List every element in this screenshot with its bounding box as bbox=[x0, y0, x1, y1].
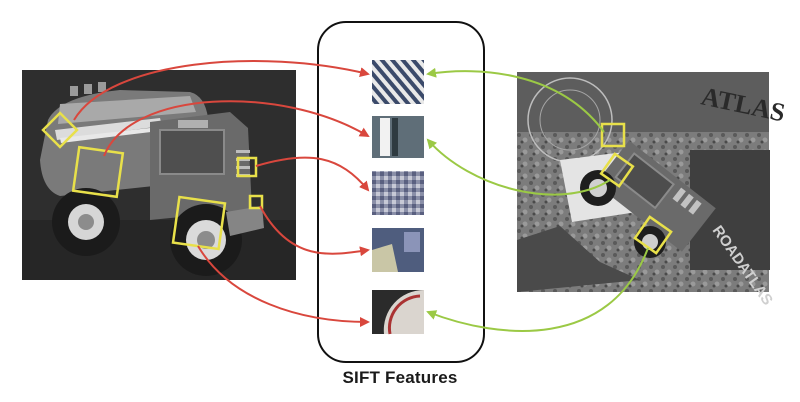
green-arrow-2 bbox=[426, 138, 611, 196]
patch-grid-texture bbox=[372, 171, 424, 215]
right-feature-box-1 bbox=[600, 122, 626, 148]
figure-caption: SIFT Features bbox=[342, 368, 458, 387]
left-feature-box-2 bbox=[71, 145, 125, 199]
red-arrow-4 bbox=[259, 205, 370, 257]
left-feature-box-4 bbox=[248, 194, 264, 210]
left-feature-box-5 bbox=[171, 195, 227, 251]
left-feature-box-3 bbox=[236, 156, 258, 178]
right-feature-boxes bbox=[599, 122, 673, 255]
green-arrow-1 bbox=[426, 67, 605, 133]
patch-corner-edge bbox=[372, 228, 424, 272]
red-arrow-2 bbox=[103, 100, 370, 157]
patch-vertical-bar bbox=[372, 116, 424, 158]
red-arrow-3 bbox=[255, 156, 370, 192]
red-arrow-1 bbox=[73, 60, 370, 121]
left-feature-boxes bbox=[41, 111, 264, 251]
patch-wheel-arc bbox=[372, 289, 424, 335]
red-match-arrows bbox=[73, 60, 370, 327]
right-feature-box-2 bbox=[599, 152, 635, 188]
left-photo bbox=[22, 70, 296, 280]
feature-patches bbox=[372, 60, 424, 335]
right-feature-box-3 bbox=[633, 215, 673, 255]
patch-diagonal-stripes bbox=[372, 60, 424, 104]
red-arrow-5 bbox=[197, 245, 370, 327]
right-photo: ATLAS ROADATLAS bbox=[517, 72, 788, 309]
green-match-arrows bbox=[426, 67, 649, 332]
green-arrow-3 bbox=[426, 247, 649, 332]
left-feature-box-1 bbox=[41, 111, 79, 149]
